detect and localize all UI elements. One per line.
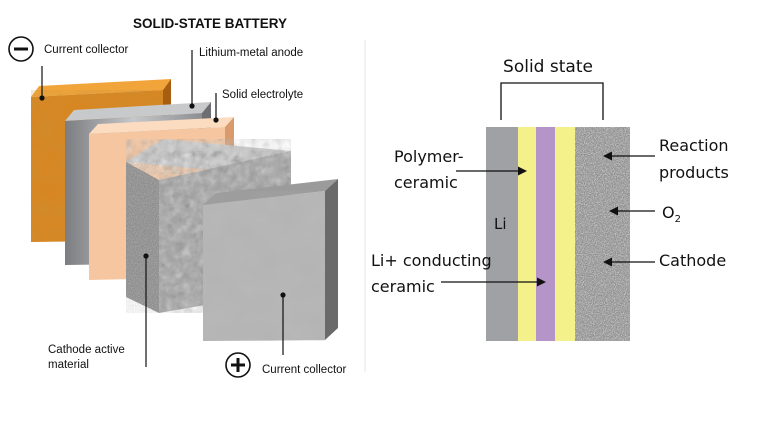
reaction-products-label-line2: products <box>659 163 729 182</box>
left-title: SOLID-STATE BATTERY <box>133 16 287 31</box>
aluminum-current-collector-layer <box>203 179 338 341</box>
polymer-ceramic-label-line2: ceramic <box>394 173 458 192</box>
negative-terminal-icon <box>8 36 34 62</box>
solid-state-bracket <box>500 82 604 120</box>
reaction-products-label-line1: Reaction <box>659 136 729 155</box>
polymer-ceramic-label-line1: Polymer- <box>394 147 464 166</box>
cathode-active-label-line2: material <box>48 359 89 371</box>
lithium-layer <box>486 127 518 341</box>
lithium-metal-anode-label: Lithium-metal anode <box>199 47 303 59</box>
cathode-label: Cathode <box>659 251 726 270</box>
solid-electrolyte-label: Solid electrolyte <box>222 89 303 101</box>
li-conducting-ceramic-layer <box>536 127 555 341</box>
polymer-ceramic-layer-left <box>518 127 536 341</box>
positive-terminal-icon <box>225 352 251 378</box>
cathode-active-label-line1: Cathode active <box>48 344 125 356</box>
polymer-ceramic-layer-right <box>555 127 575 341</box>
cell-cross-section <box>486 127 630 341</box>
solid-state-label: Solid state <box>503 57 593 77</box>
current-collector-top-label: Current collector <box>44 44 129 56</box>
o2-label: O2 <box>662 203 681 225</box>
current-collector-bottom-label: Current collector <box>262 364 347 376</box>
li-conducting-label-line2: ceramic <box>371 277 435 296</box>
right-arrows <box>441 151 655 287</box>
li-label: Li <box>494 215 507 233</box>
li-conducting-label-line1: Li+ conducting <box>371 251 492 270</box>
left-leader-lines <box>39 50 286 367</box>
